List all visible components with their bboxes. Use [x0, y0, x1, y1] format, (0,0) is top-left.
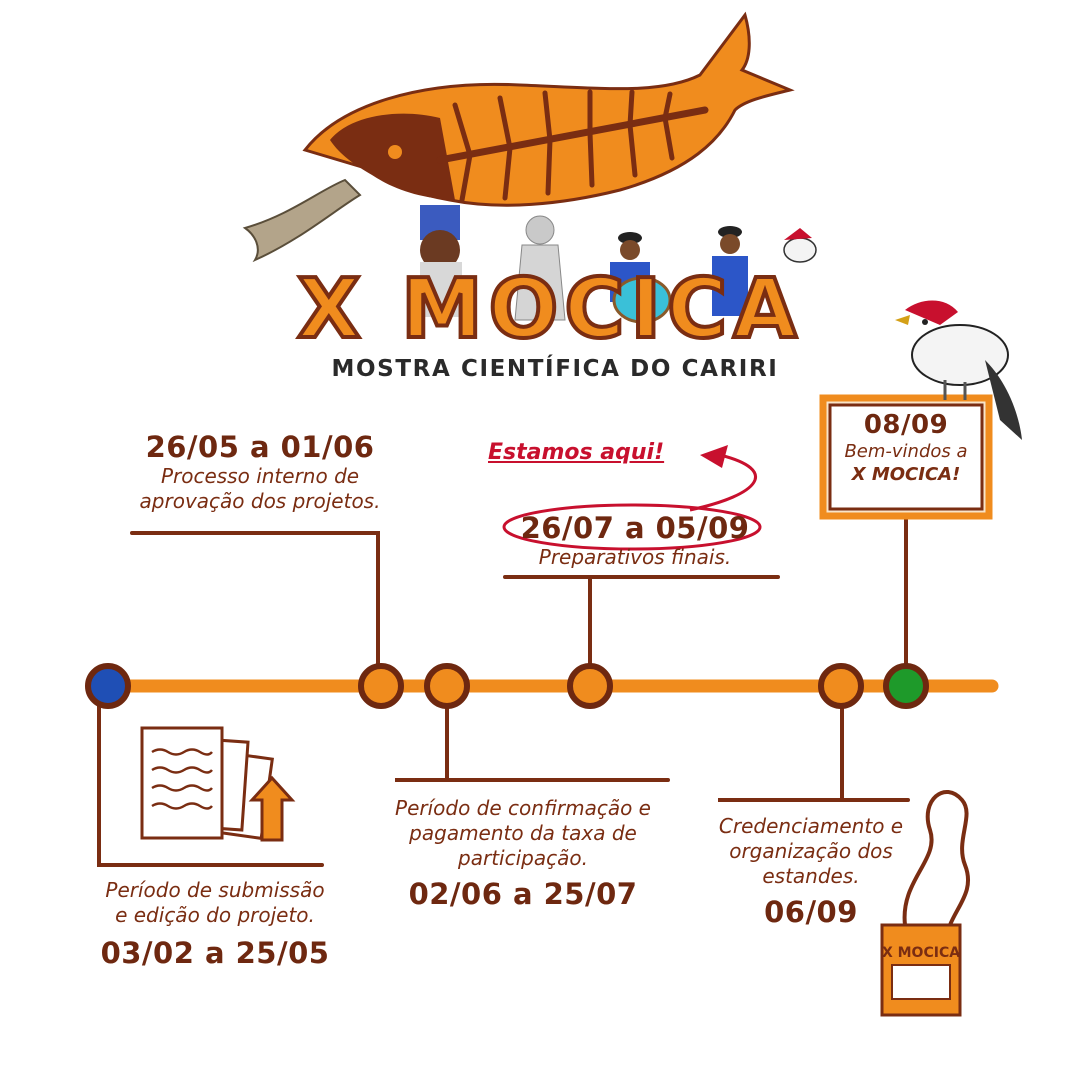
milestone-2: 26/05 a 01/06 Processo interno de aprova… [120, 430, 400, 514]
milestone-1-desc-2: e edição do projeto. [115, 903, 315, 927]
logo-fish [242, 11, 795, 263]
welcome-sign [819, 394, 993, 520]
milestone-1-date: 03/02 a 25/05 [100, 936, 330, 970]
milestone-1: Período de submissão e edição do projeto… [70, 878, 360, 970]
milestone-4-desc-1: Preparativos finais. [538, 545, 732, 569]
milestone-5-desc-3: estandes. [762, 864, 860, 888]
milestone-5-date: 06/09 [764, 895, 858, 929]
milestone-2-desc-2: aprovação dos projetos. [139, 489, 381, 513]
milestone-4-date: 26/07 a 05/09 [520, 511, 750, 545]
milestone-4: 26/07 a 05/09 Preparativos finais. [500, 511, 770, 570]
badge-text: X MOCICA [882, 945, 960, 961]
milestone-6-date: 08/09 [863, 410, 949, 440]
current-marker-graphic [502, 445, 762, 551]
node-1 [85, 663, 131, 709]
milestone-6: 08/09 Bem-vindos a X MOCICA! [830, 410, 982, 486]
milestone-2-desc-1: Processo interno de [160, 464, 360, 488]
documents-upload-icon [140, 726, 296, 842]
timeline-nodes [85, 663, 929, 709]
milestone-5-desc-1: Credenciamento e [718, 814, 904, 838]
current-marker-label: Estamos aqui! [488, 440, 665, 465]
milestone-5: Credenciamento e organização dos estande… [700, 814, 922, 929]
drummer-figure-icon [610, 232, 672, 324]
node-3 [424, 663, 470, 709]
milestone-1-desc-1: Período de submissão [105, 878, 325, 902]
flute-player-figure-icon [712, 226, 748, 316]
small-bird-icon [783, 228, 817, 263]
subtitle: MOSTRA CIENTÍFICA DO CARIRI [331, 356, 779, 382]
milestone-3-desc-3: participação. [458, 846, 588, 870]
milestone-3: Período de confirmação e pagamento da ta… [378, 796, 668, 911]
connector-5 [718, 698, 910, 802]
milestone-6-desc-1: Bem-vindos a [844, 441, 968, 462]
pterosaur-icon [242, 178, 362, 263]
upload-arrow-icon [248, 775, 296, 842]
connector-1 [97, 698, 324, 867]
statue-figure-icon [514, 215, 566, 321]
elder-figure-icon [420, 205, 462, 317]
node-5 [818, 663, 864, 709]
connectors [97, 516, 910, 867]
credential-badge-icon: X MOCICA [880, 790, 971, 1017]
bird-icon [895, 300, 1022, 440]
connector-3 [395, 698, 670, 782]
node-6 [883, 663, 929, 709]
milestone-3-desc-2: pagamento da taxa de [409, 821, 637, 845]
milestone-2-date: 26/05 a 01/06 [145, 430, 375, 464]
node-2 [358, 663, 404, 709]
logo-title: X MOCICA [295, 260, 802, 359]
milestone-3-desc-1: Período de confirmação e [395, 796, 651, 820]
milestone-6-desc-2: X MOCICA! [851, 464, 961, 485]
milestone-5-desc-2: organização dos [729, 839, 893, 863]
node-4 [567, 663, 613, 709]
logo-title-text: X MOCICA [297, 262, 802, 357]
milestone-3-date: 02/06 a 25/07 [408, 877, 638, 911]
connector-2 [130, 531, 380, 672]
red-arrow-icon [700, 445, 728, 468]
logo-figures [420, 205, 817, 324]
